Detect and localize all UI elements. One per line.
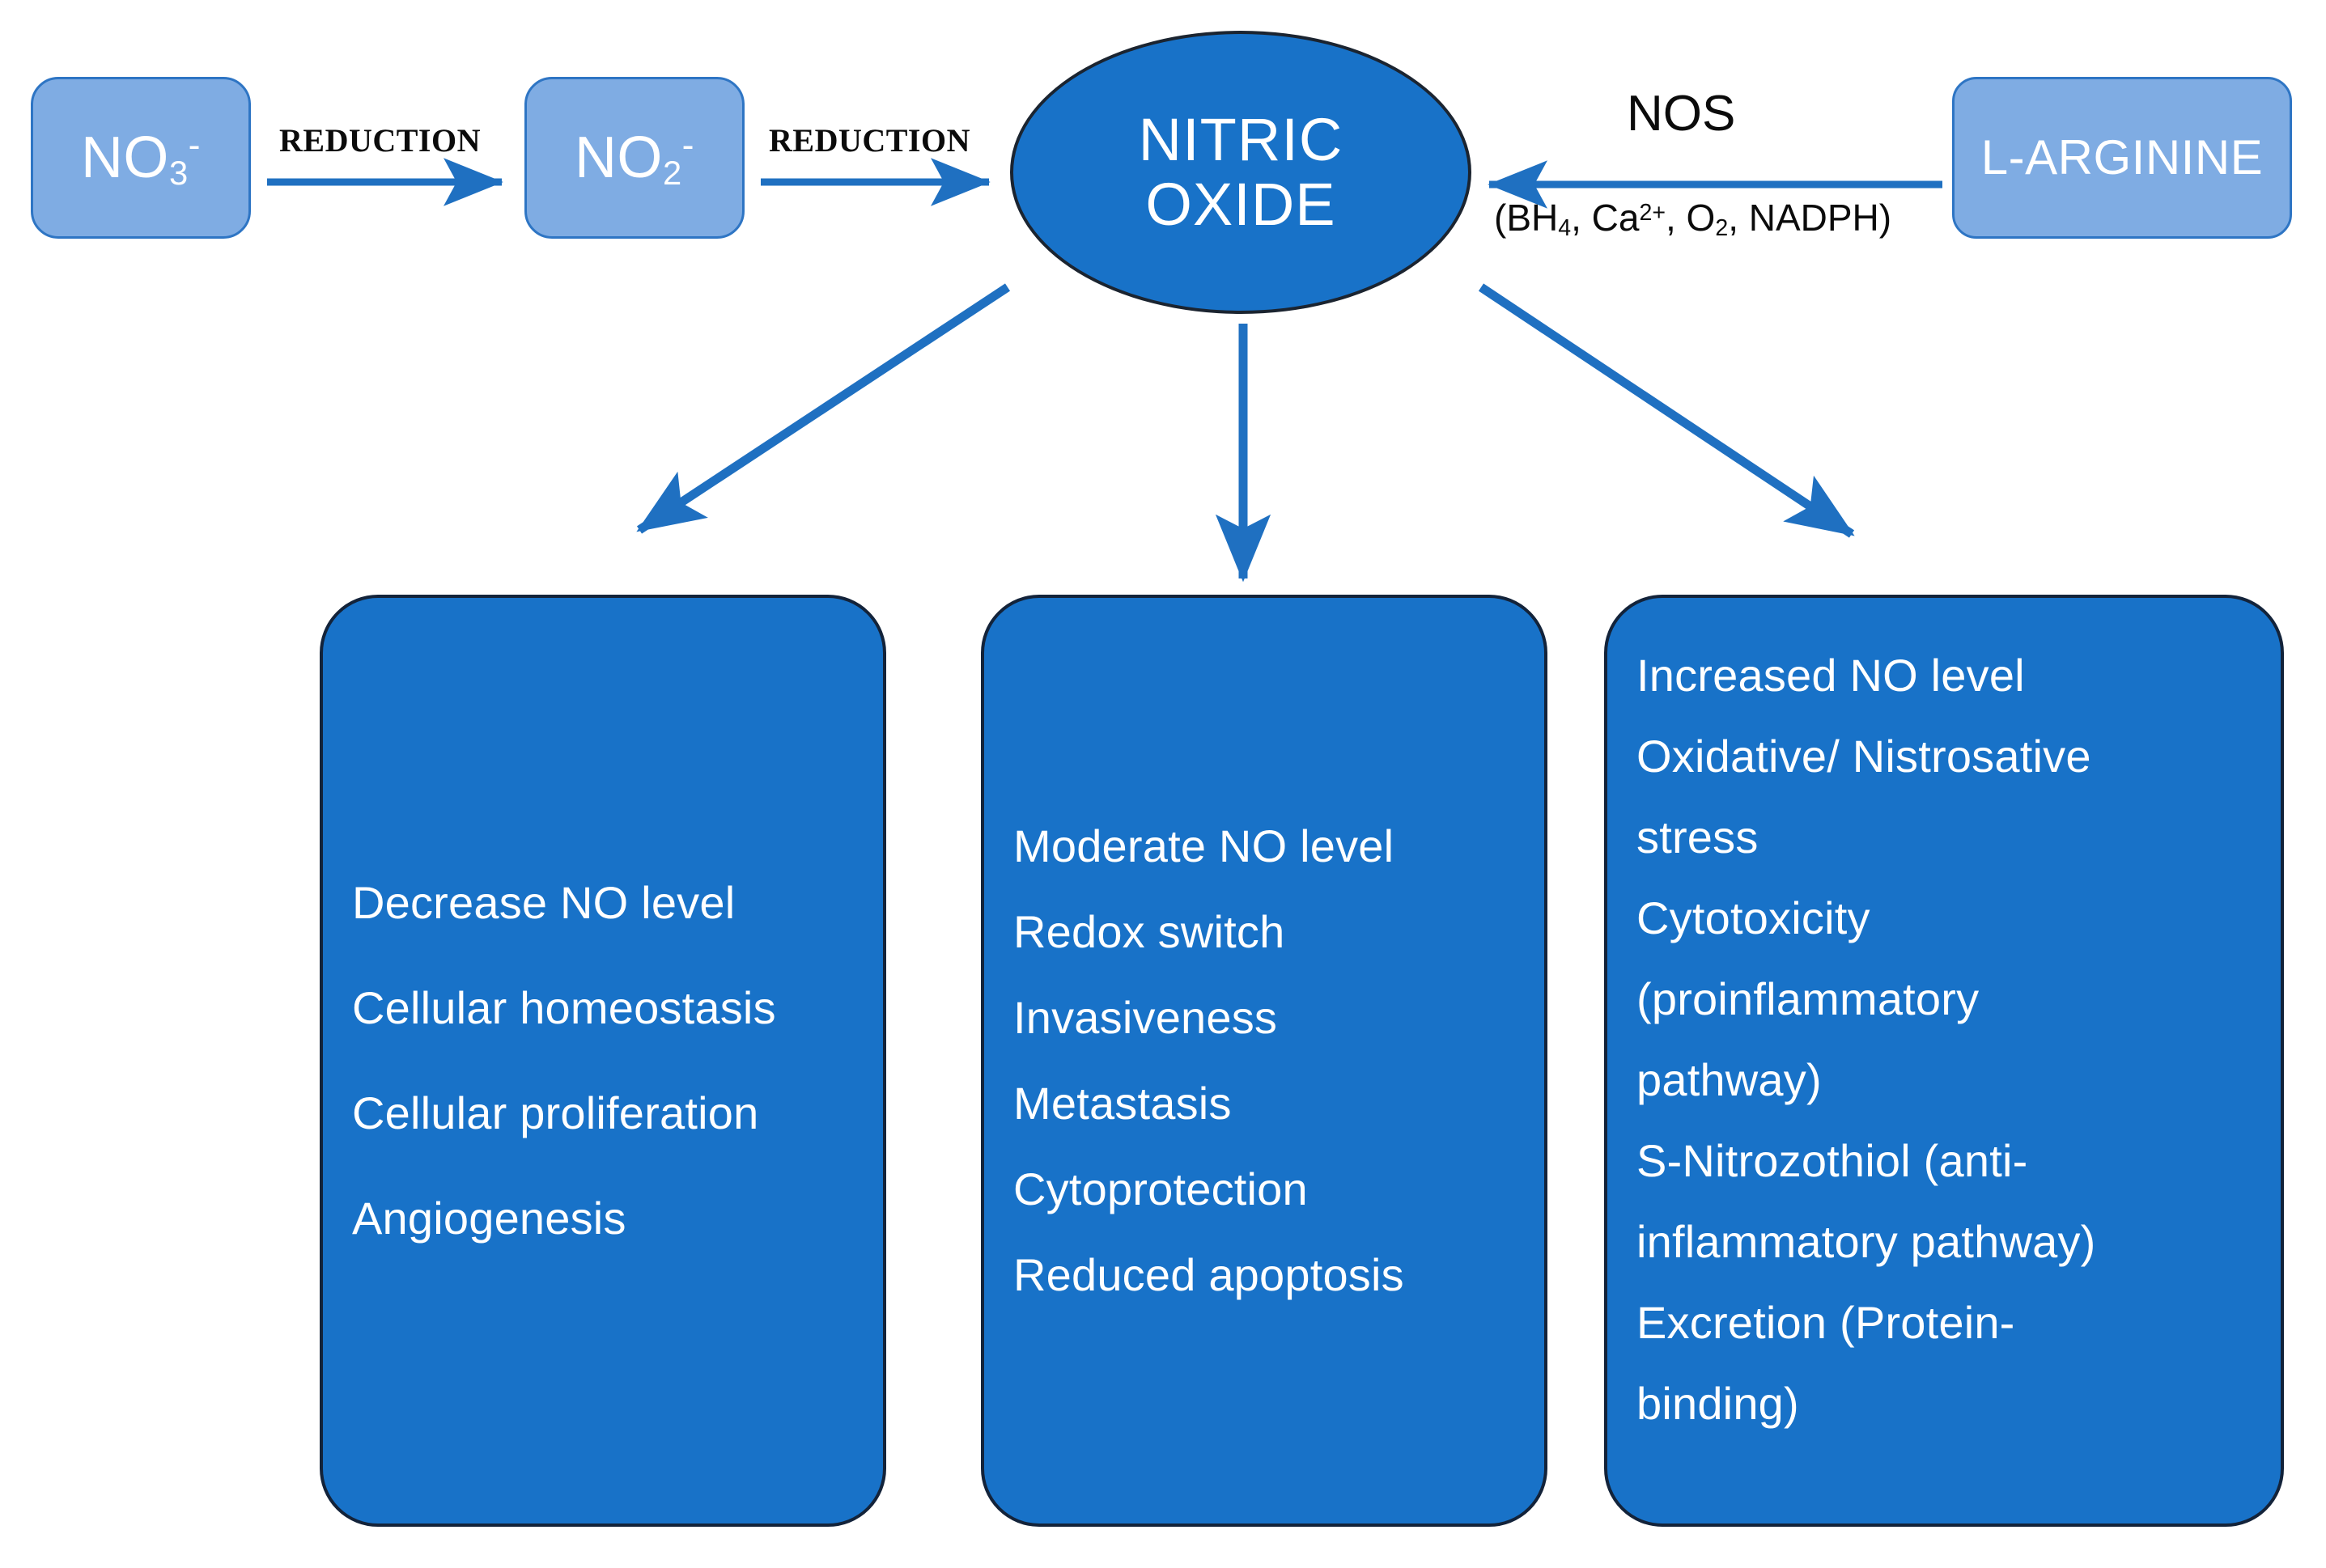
- outcome-line: Moderate NO level: [1013, 820, 1394, 871]
- outcome-line: pathway): [1636, 1054, 1822, 1105]
- outcome-line: Cytoprotection: [1013, 1163, 1308, 1214]
- nitrate-label: NO3-: [80, 125, 202, 193]
- nitrate-box: NO3-: [31, 77, 251, 239]
- cofactor-open: (BH: [1494, 197, 1559, 239]
- reduction-2-label: REDUCTION: [769, 122, 970, 159]
- outcome-line: Angiogenesis: [352, 1193, 626, 1244]
- outcome-line: Oxidative/ Nistrosative: [1636, 731, 2091, 782]
- outcome-line: Increased NO level: [1636, 650, 2025, 701]
- arrow-to-increased-no-box: [1478, 283, 1855, 538]
- outcome-line: inflammatory pathway): [1636, 1216, 2096, 1267]
- outcome-line: Cytotoxicity: [1636, 892, 1870, 943]
- cofactor-close: , NADPH): [1728, 197, 1892, 239]
- o2-subscript: 2: [1715, 215, 1729, 242]
- nitrite-subscript: 2: [662, 154, 682, 193]
- nos-cofactors-label: (BH4, Ca2+, O2, NADPH): [1494, 196, 1892, 242]
- calcium-charge: 2+: [1639, 200, 1666, 227]
- nitrite-label: NO2-: [574, 125, 695, 193]
- l-arginine-label: L-ARGININE: [1980, 130, 2264, 184]
- nitrate-charge: -: [188, 125, 202, 166]
- outcome-line: Invasiveness: [1013, 992, 1278, 1043]
- outcome-line: Decrease NO level: [352, 877, 736, 928]
- cofactor-mid-1: , Ca: [1571, 197, 1640, 239]
- nitrite-charge: -: [681, 125, 695, 166]
- outcome-line: Cellular homeostasis: [352, 982, 776, 1033]
- outcome-line: stress: [1636, 812, 1759, 862]
- outcome-line: (proinflammatory: [1636, 973, 1980, 1024]
- nitric-oxide-ellipse: NITRIC OXIDE: [1010, 31, 1471, 314]
- outcome-line: Excretion (Protein-: [1636, 1297, 2015, 1348]
- outcome-line: Redox switch: [1013, 906, 1285, 957]
- reduction-1-label: REDUCTION: [279, 122, 481, 159]
- outcome-line: Cellular proliferation: [352, 1087, 759, 1138]
- increased-no-outcome-box: Increased NO level Oxidative/ Nistrosati…: [1604, 595, 2284, 1527]
- nitrite-box: NO2-: [524, 77, 745, 239]
- bh4-subscript: 4: [1558, 215, 1572, 242]
- l-arginine-box: L-ARGININE: [1952, 77, 2292, 239]
- outcome-line: S-Nitrozothiol (anti-: [1636, 1135, 2028, 1186]
- cofactor-mid-2: , O: [1665, 197, 1716, 239]
- arrow-to-low-no-box: [636, 283, 1011, 534]
- moderate-no-outcome-box: Moderate NO level Redox switch Invasiven…: [981, 595, 1547, 1527]
- nitric-oxide-line-2: OXIDE: [1145, 171, 1336, 238]
- outcome-line: Metastasis: [1013, 1078, 1232, 1129]
- low-no-outcome-box: Decrease NO level Cellular homeostasis C…: [320, 595, 886, 1527]
- nitrate-subscript: 3: [168, 154, 189, 193]
- outcome-line: Reduced apoptosis: [1013, 1249, 1404, 1300]
- nos-enzyme-label: NOS: [1627, 86, 1736, 142]
- outcome-line: binding): [1636, 1378, 1799, 1429]
- nitric-oxide-line-1: NITRIC: [1138, 106, 1343, 174]
